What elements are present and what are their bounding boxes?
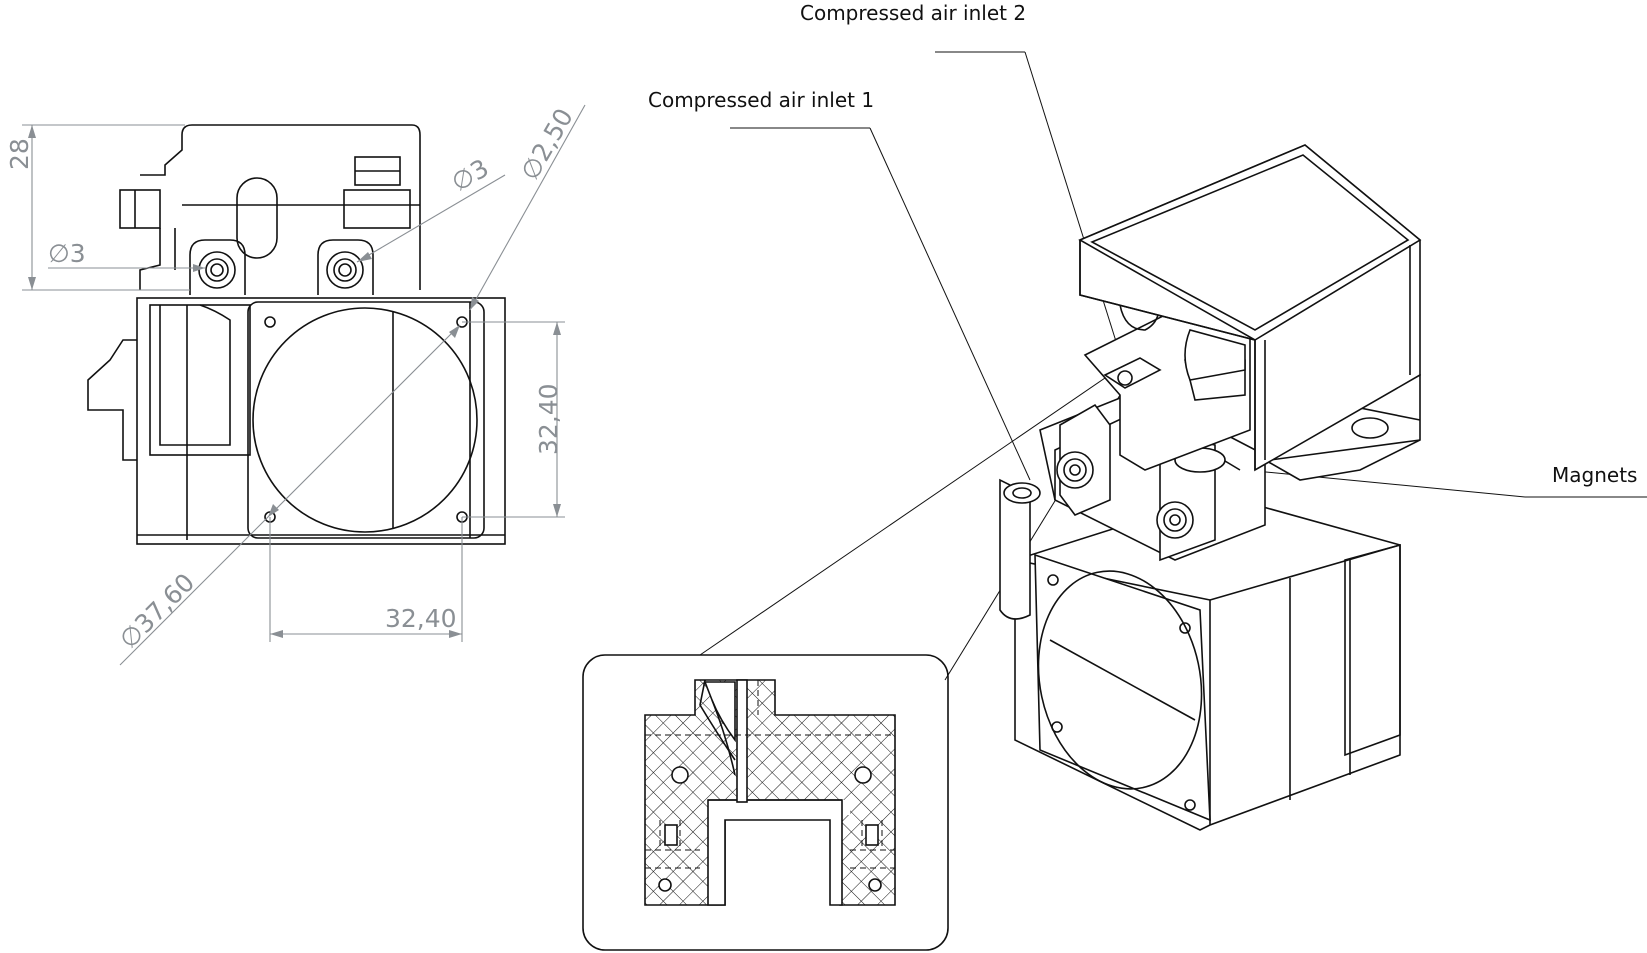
section-detail [582,654,949,951]
slot [236,177,278,259]
main-body [136,297,506,545]
top-block-outline [181,124,421,290]
fan-face [1034,553,1211,822]
front-view [87,124,506,545]
inlet1-port [1003,482,1041,504]
dimension-lines [22,104,586,666]
iso-nozzle-2 [1156,501,1194,539]
dim-dia-small-text: ∅2,50 [515,103,579,185]
dim-dia-left-text: ∅3 [48,239,86,268]
dim-bottom-text: 32,40 [385,604,457,633]
right-tab [343,189,411,229]
callout-inlet1: Compressed air inlet 1 [648,88,874,112]
nozzle-right [317,239,374,295]
callout-magnets: Magnets [1552,463,1637,487]
fan-face-opening [1037,570,1203,790]
mount-hole-tl [264,316,276,328]
left-tab [119,189,161,229]
detail-frame [582,654,949,951]
iso-nozzle-1 [1056,451,1094,489]
dim-dia-right-text: ∅3 [447,153,494,197]
callout-inlet2: Compressed air inlet 2 [800,1,1026,25]
side-channel [149,304,251,456]
dim-side-text: 32,40 [534,383,563,455]
dim-height-text: 28 [5,138,34,170]
fan-flange [247,301,485,539]
dim-dia-large-text: ∅37,60 [114,568,201,655]
section-body [644,679,896,906]
isometric-view [999,144,1422,831]
fan-opening [252,307,478,533]
